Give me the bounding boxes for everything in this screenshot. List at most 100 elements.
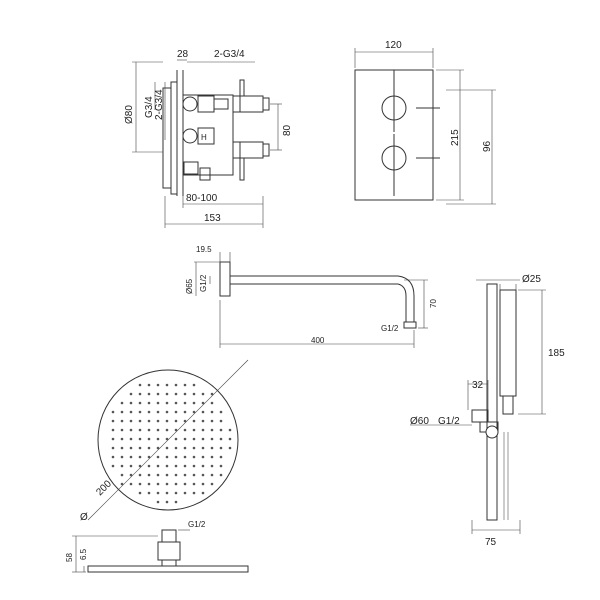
dim-g12-head: G1/2 (188, 520, 206, 529)
nozzle-dot (129, 392, 133, 396)
nozzle-dot (174, 464, 178, 468)
dim-185: 185 (548, 348, 565, 359)
nozzle-dot (147, 464, 151, 468)
dim-dia25: Ø25 (522, 274, 541, 285)
nozzle-dot (120, 419, 124, 423)
nozzle-dot (120, 482, 124, 486)
nozzle-dot (174, 491, 178, 495)
dim-2g34: 2-G3/4 (154, 89, 165, 120)
nozzle-dot (192, 401, 196, 405)
nozzle-dot (174, 410, 178, 414)
nozzle-dot (192, 473, 196, 477)
nozzle-dot (129, 410, 133, 414)
dim-dia80: Ø80 (124, 105, 135, 124)
nozzle-dot (183, 410, 187, 414)
nozzle-dot (183, 392, 187, 396)
nozzle-dot (219, 437, 223, 441)
nozzle-dot (183, 428, 187, 432)
nozzle-dot (210, 419, 214, 423)
dim-153: 153 (204, 213, 221, 224)
nozzle-dot (129, 455, 133, 459)
dim-58: 58 (65, 553, 74, 562)
nozzle-dot (192, 437, 196, 441)
nozzle-dot (129, 482, 133, 486)
dim-g12-outlet: G1/2 (381, 324, 399, 333)
dim-28: 28 (177, 49, 189, 60)
nozzle-dot (210, 446, 214, 450)
nozzle-dot (192, 455, 196, 459)
nozzle-dot (138, 419, 142, 423)
nozzle-dot (219, 455, 223, 459)
nozzle-dot (228, 428, 232, 432)
nozzle-dot (228, 446, 232, 450)
nozzle-dot (192, 482, 196, 486)
nozzle-dot (111, 464, 115, 468)
dim-32: 32 (472, 380, 484, 391)
shower-head-top-view: 200 Ø (80, 359, 249, 523)
nozzle-dot (138, 446, 142, 450)
nozzle-dot (174, 482, 178, 486)
nozzle-grid (111, 383, 232, 504)
nozzle-dot (165, 428, 169, 432)
nozzle-dot (156, 500, 160, 504)
nozzle-dot (156, 455, 160, 459)
dim-g12-inlet: G1/2 (199, 274, 208, 292)
nozzle-dot (210, 464, 214, 468)
nozzle-dot (228, 437, 232, 441)
nozzle-dot (138, 482, 142, 486)
nozzle-dot (192, 410, 196, 414)
nozzle-dot (111, 410, 115, 414)
nozzle-dot (174, 419, 178, 423)
nozzle-dot (201, 446, 205, 450)
nozzle-dot (147, 401, 151, 405)
nozzle-dot (156, 464, 160, 468)
valve-side-view: H 28 2-G3/4 Ø80 G3/4 2-G3/4 80 (124, 49, 293, 228)
nozzle-dot (120, 401, 124, 405)
nozzle-dot (201, 419, 205, 423)
nozzle-dot (129, 473, 133, 477)
nozzle-dot (165, 392, 169, 396)
nozzle-dot (183, 437, 187, 441)
nozzle-dot (111, 446, 115, 450)
nozzle-dot (147, 473, 151, 477)
nozzle-dot (165, 464, 169, 468)
nozzle-dot (111, 419, 115, 423)
nozzle-dot (120, 464, 124, 468)
nozzle-dot (201, 410, 205, 414)
nozzle-dot (138, 410, 142, 414)
nozzle-dot (138, 473, 142, 477)
nozzle-dot (165, 410, 169, 414)
nozzle-dot (210, 410, 214, 414)
valve-front-view: 120 215 96 (354, 40, 496, 205)
nozzle-dot (219, 419, 223, 423)
dim-2g34-top: 2-G3/4 (214, 49, 245, 60)
nozzle-dot (120, 410, 124, 414)
nozzle-dot (219, 428, 223, 432)
nozzle-dot (147, 428, 151, 432)
nozzle-dot (201, 401, 205, 405)
nozzle-dot (192, 446, 196, 450)
nozzle-dot (111, 437, 115, 441)
nozzle-dot (192, 419, 196, 423)
nozzle-dot (210, 473, 214, 477)
nozzle-dot (138, 392, 142, 396)
nozzle-dot (156, 473, 160, 477)
nozzle-dot (120, 455, 124, 459)
nozzle-dot (156, 419, 160, 423)
nozzle-dot (174, 455, 178, 459)
nozzle-dot (219, 410, 223, 414)
nozzle-dot (174, 437, 178, 441)
nozzle-dot (210, 401, 214, 405)
nozzle-dot (210, 428, 214, 432)
nozzle-dot (219, 446, 223, 450)
dim-80-100: 80-100 (186, 193, 218, 204)
nozzle-dot (183, 491, 187, 495)
nozzle-dot (201, 464, 205, 468)
shower-arm-view: 19.5 Ø65 G1/2 70 G1/2 400 (185, 245, 438, 348)
nozzle-dot (156, 491, 160, 495)
dim-400: 400 (311, 336, 325, 345)
nozzle-dot (174, 446, 178, 450)
nozzle-dot (147, 392, 151, 396)
dim-dia65: Ø65 (185, 278, 194, 294)
